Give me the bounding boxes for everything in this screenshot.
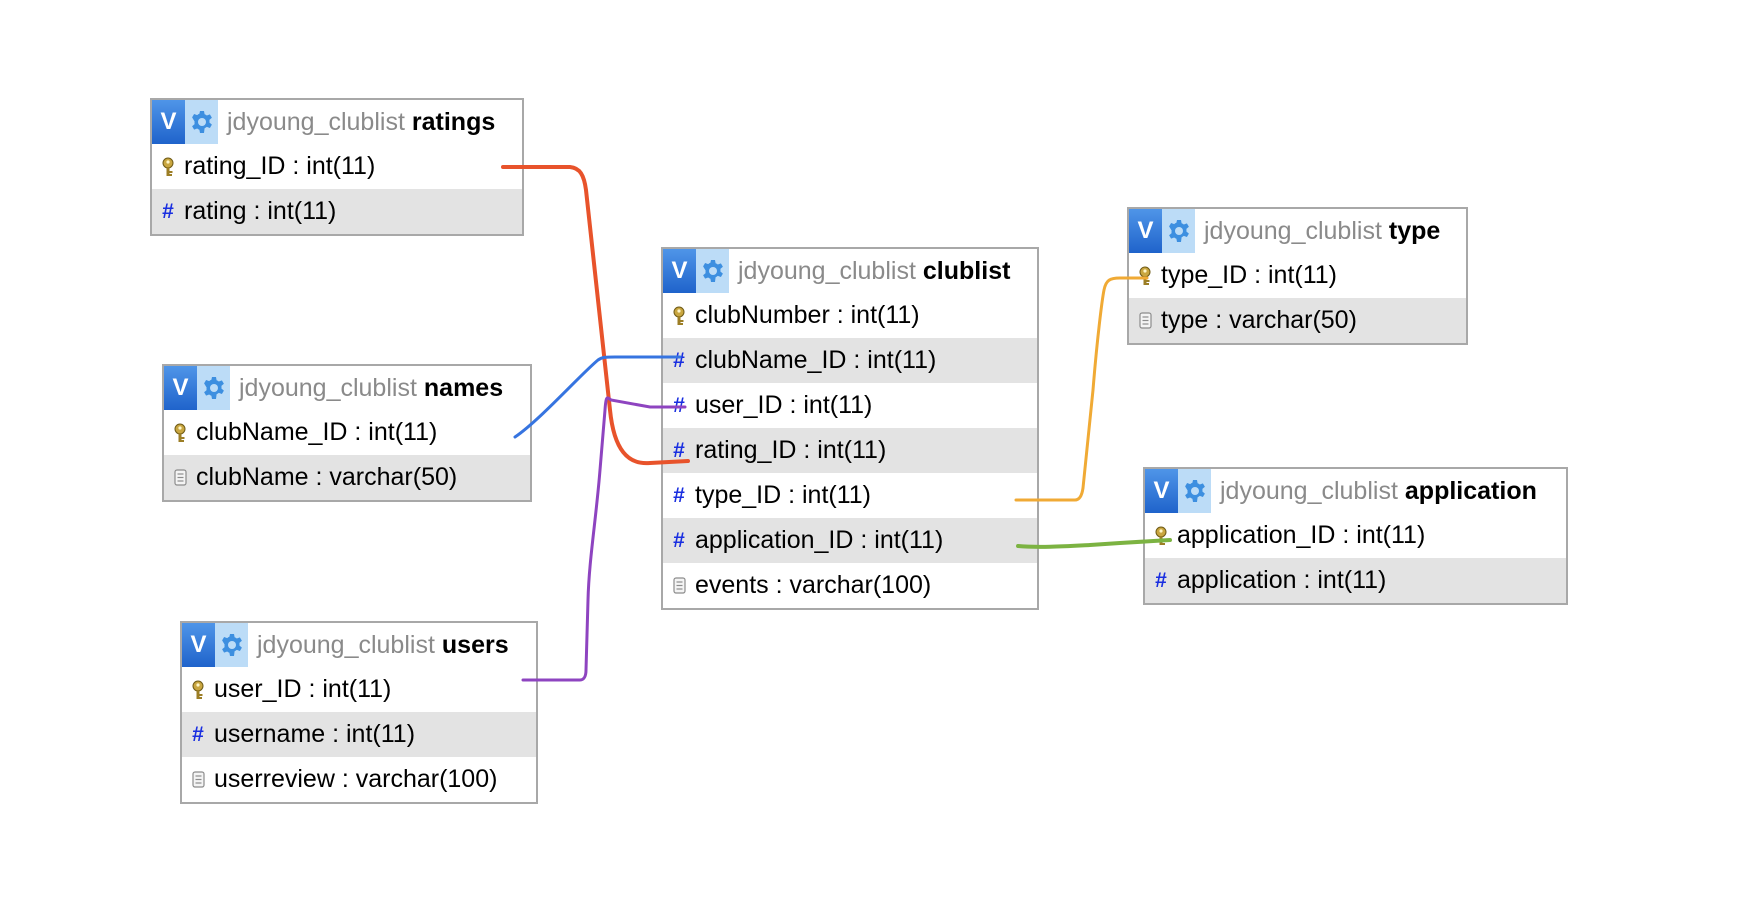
v-icon[interactable]: V [182, 623, 215, 667]
column-label: application_ID : int(11) [695, 526, 944, 554]
table-name: clublist [922, 256, 1011, 285]
column-label: username : int(11) [214, 720, 416, 748]
hash-icon: # [673, 528, 685, 552]
table-name: application [1404, 476, 1537, 505]
column-label: clubName_ID : int(11) [695, 346, 937, 374]
column-label: clubName_ID : int(11) [196, 418, 438, 446]
database-name: jdyoung_clublist [738, 256, 916, 285]
column-label: rating_ID : int(11) [695, 436, 887, 464]
column-label: clubNumber : int(11) [695, 301, 920, 329]
column-label: clubName : varchar(50) [196, 463, 458, 491]
database-name: jdyoung_clublist [1204, 216, 1382, 245]
column-label: type : varchar(50) [1161, 306, 1357, 334]
column-row[interactable]: # user_ID : int(11) [663, 383, 1037, 428]
key-icon [182, 680, 214, 700]
text-icon [164, 469, 196, 486]
column-row[interactable]: events : varchar(100) [663, 563, 1037, 608]
column-row[interactable]: # application : int(11) [1145, 558, 1566, 603]
column-row[interactable]: clubNumber : int(11) [663, 293, 1037, 338]
column-row[interactable]: # rating : int(11) [152, 189, 522, 234]
column-label: userreview : varchar(100) [214, 765, 498, 793]
column-label: application_ID : int(11) [1177, 521, 1426, 549]
column-row[interactable]: user_ID : int(11) [182, 667, 536, 712]
column-row[interactable]: userreview : varchar(100) [182, 757, 536, 802]
relation-line-clubname [513, 355, 682, 439]
column-row[interactable]: # clubName_ID : int(11) [663, 338, 1037, 383]
column-row[interactable]: # username : int(11) [182, 712, 536, 757]
hash-icon: # [162, 199, 174, 223]
hash-icon: # [673, 393, 685, 417]
gear-icon[interactable] [185, 100, 218, 144]
column-label: rating : int(11) [184, 197, 337, 225]
text-icon [1129, 312, 1161, 329]
table-name: names [423, 373, 504, 402]
column-label: rating_ID : int(11) [184, 152, 376, 180]
database-name: jdyoung_clublist [1220, 476, 1398, 505]
column-label: user_ID : int(11) [214, 675, 392, 703]
gear-icon[interactable] [215, 623, 248, 667]
text-icon [663, 577, 695, 594]
column-row[interactable]: # type_ID : int(11) [663, 473, 1037, 518]
gear-icon[interactable] [197, 366, 230, 410]
v-icon[interactable]: V [663, 249, 696, 293]
gear-icon[interactable] [696, 249, 729, 293]
column-label: events : varchar(100) [695, 571, 932, 599]
column-row[interactable]: clubName : varchar(50) [164, 455, 530, 500]
hash-icon: # [673, 438, 685, 462]
text-icon [182, 771, 214, 788]
column-label: user_ID : int(11) [695, 391, 873, 419]
column-row[interactable]: type : varchar(50) [1129, 298, 1466, 343]
column-label: application : int(11) [1177, 566, 1387, 594]
hash-icon: # [192, 722, 204, 746]
column-row[interactable]: type_ID : int(11) [1129, 253, 1466, 298]
hash-icon: # [673, 348, 685, 372]
column-row[interactable]: # rating_ID : int(11) [663, 428, 1037, 473]
key-icon [164, 423, 196, 443]
table-name: ratings [411, 107, 496, 136]
column-row[interactable]: application_ID : int(11) [1145, 513, 1566, 558]
table-name: users [441, 630, 509, 659]
database-name: jdyoung_clublist [239, 373, 417, 402]
key-icon [663, 306, 695, 326]
database-name: jdyoung_clublist [257, 630, 435, 659]
v-icon[interactable]: V [152, 100, 185, 144]
table-name: type [1388, 216, 1441, 245]
database-name: jdyoung_clublist [227, 107, 405, 136]
v-icon[interactable]: V [1145, 469, 1178, 513]
v-icon[interactable]: V [1129, 209, 1162, 253]
key-icon [152, 157, 184, 177]
key-icon [1129, 266, 1161, 286]
key-icon [1145, 526, 1177, 546]
column-row[interactable]: rating_ID : int(11) [152, 144, 522, 189]
column-row[interactable]: clubName_ID : int(11) [164, 410, 530, 455]
column-label: type_ID : int(11) [695, 481, 872, 509]
gear-icon[interactable] [1178, 469, 1211, 513]
v-icon[interactable]: V [164, 366, 197, 410]
column-label: type_ID : int(11) [1161, 261, 1338, 289]
gear-icon[interactable] [1162, 209, 1195, 253]
column-row[interactable]: # application_ID : int(11) [663, 518, 1037, 563]
hash-icon: # [673, 483, 685, 507]
hash-icon: # [1155, 568, 1167, 592]
